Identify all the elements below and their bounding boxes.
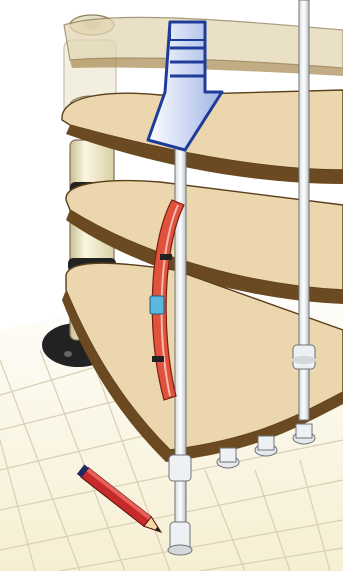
staircase-illustration: [0, 0, 343, 571]
illustration-canvas: [0, 0, 343, 571]
